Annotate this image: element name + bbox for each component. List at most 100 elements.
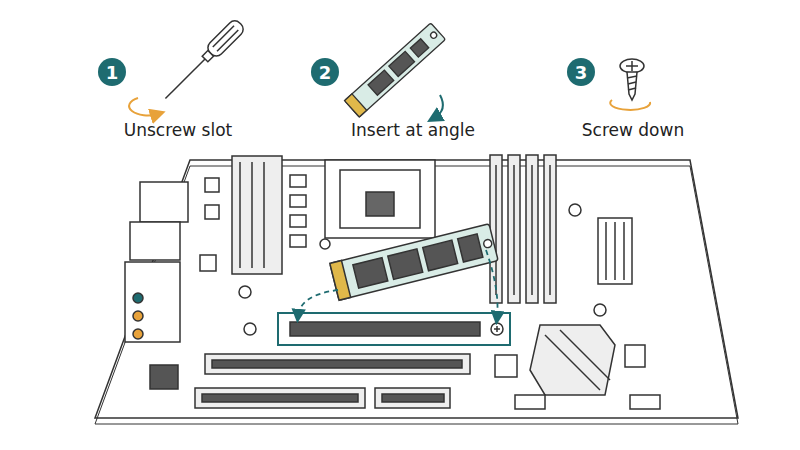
step-number: 2	[311, 58, 339, 86]
ssd-icon-part-part	[368, 70, 394, 95]
ssd-module-part	[330, 224, 498, 301]
motherboard-part	[490, 155, 502, 303]
screwdriver-icon	[129, 18, 246, 115]
motherboard-part	[290, 175, 306, 187]
motherboard-part	[290, 235, 306, 247]
motherboard-part	[212, 360, 462, 368]
ssd-module-part-part	[353, 258, 388, 289]
motherboard-part	[526, 155, 538, 303]
insert-arrows-part	[298, 290, 338, 316]
screw-icon-part	[631, 61, 633, 71]
motherboard-part	[278, 313, 510, 345]
ssd-module-part-part	[388, 249, 423, 280]
motherboard-part	[263, 162, 265, 268]
ssd-module-part-part	[330, 260, 351, 300]
motherboard-part	[239, 286, 251, 298]
screw-icon-part	[628, 82, 636, 84]
screwdriver-icon-part	[129, 98, 158, 115]
motherboard-part	[95, 166, 738, 424]
ssd-icon-part-part	[345, 94, 367, 117]
step-number: 3	[567, 58, 595, 86]
motherboard-part	[515, 395, 545, 409]
screw-icon-part	[610, 100, 650, 110]
screw-icon-part	[627, 76, 637, 78]
ssd-icon-part-part	[389, 51, 415, 76]
motherboard-part	[630, 395, 660, 409]
motherboard-part	[491, 323, 503, 335]
motherboard-part	[625, 345, 645, 367]
step-label: Screw down	[553, 120, 713, 140]
ssd-module-part-part	[483, 239, 493, 249]
motherboard-part	[290, 195, 306, 207]
motherboard-part	[496, 326, 498, 332]
motherboard-part	[495, 165, 497, 295]
step-number: 1	[98, 58, 126, 86]
motherboard-part	[569, 204, 581, 216]
screwdriver-icon-part-part	[217, 30, 238, 51]
motherboard-part	[290, 322, 480, 336]
motherboard-part	[290, 215, 306, 227]
motherboard-part	[382, 394, 444, 402]
ssd-icon-part	[434, 95, 443, 118]
insert-arrows-part	[486, 250, 498, 318]
motherboard-part	[200, 255, 216, 271]
motherboard-part	[140, 182, 188, 222]
motherboard-part	[508, 155, 520, 303]
screw-icon-part	[627, 72, 637, 100]
motherboard-part	[340, 170, 420, 228]
ssd-icon-part-part	[410, 39, 428, 57]
screw-icon-part	[620, 59, 644, 73]
ssd-icon-part-part	[429, 31, 437, 39]
insert-arrows	[298, 250, 498, 318]
step-label: Unscrew slot	[98, 120, 258, 140]
motherboard-part	[623, 222, 625, 280]
motherboard-part	[544, 155, 556, 303]
step-label: Insert at angle	[333, 120, 493, 140]
circle-fill	[98, 58, 126, 86]
motherboard-part	[531, 165, 533, 295]
motherboard-part	[202, 394, 358, 402]
motherboard-part	[530, 325, 615, 395]
motherboard-part	[239, 162, 241, 268]
circle-fill	[567, 58, 595, 86]
motherboard-part	[133, 293, 143, 303]
ssd-icon-part	[345, 23, 446, 117]
motherboard-part	[594, 304, 606, 316]
motherboard-part	[244, 323, 256, 335]
ssd-module-part-part	[458, 234, 483, 262]
motherboard-part	[130, 222, 180, 260]
step-circle: 3Screw down	[567, 58, 595, 86]
motherboard-part	[133, 329, 143, 339]
motherboard-part	[320, 239, 330, 249]
motherboard-part	[205, 178, 219, 192]
ssd-icon-part-part	[345, 23, 446, 117]
motherboard-part	[125, 262, 180, 342]
ssd-module-part-part	[330, 224, 498, 301]
motherboard-part	[560, 330, 610, 380]
motherboard-part	[614, 222, 616, 280]
circle-fill	[311, 58, 339, 86]
ssd-icon	[345, 23, 446, 118]
motherboard-part	[495, 355, 517, 377]
ssd-module-part-part	[423, 240, 458, 271]
motherboard-part	[195, 388, 365, 408]
motherboard-part	[375, 388, 450, 408]
motherboard-part	[549, 165, 551, 295]
motherboard-part	[95, 160, 738, 418]
motherboard-part	[598, 218, 632, 284]
motherboard-part	[232, 156, 282, 274]
motherboard-part	[325, 160, 435, 238]
motherboard-part	[133, 311, 143, 321]
screwdriver-icon-part-part	[165, 59, 205, 99]
step-circle: 1Unscrew slot	[98, 58, 126, 86]
motherboard-part	[605, 222, 607, 280]
motherboard-part	[251, 162, 253, 268]
motherboard-part	[513, 165, 515, 295]
step-circle: 2Insert at angle	[311, 58, 339, 86]
motherboard-part	[366, 192, 394, 216]
motherboard	[95, 155, 738, 424]
screw-icon	[610, 59, 650, 110]
ssd-module	[330, 224, 498, 301]
motherboard-part	[205, 354, 470, 374]
